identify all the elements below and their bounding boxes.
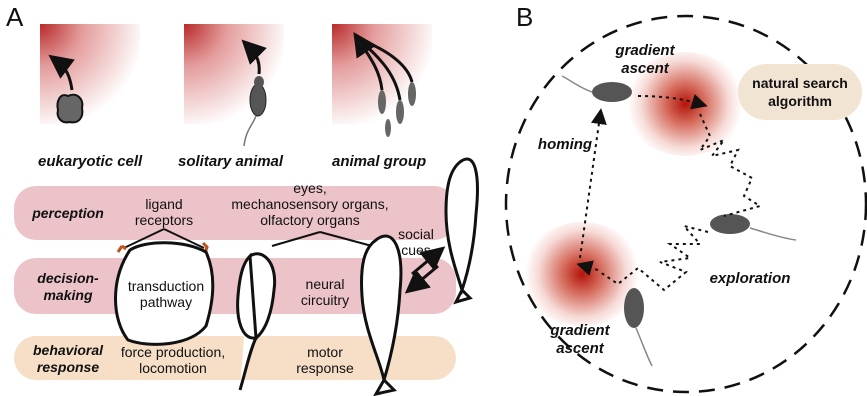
social-line2: cues	[394, 242, 438, 258]
row-label-decision-line1: decision-	[26, 270, 110, 287]
fish-group-icon	[360, 42, 416, 137]
gradient-top-line1: gradient	[602, 42, 688, 60]
gradient-ascent-bottom-label: gradient ascent	[540, 322, 620, 358]
caption-solitary-animal: solitary animal	[178, 153, 283, 170]
gradient-top-line2: ascent	[602, 60, 688, 78]
gradient-bottom-line1: gradient	[540, 322, 620, 340]
mouse-bottom-icon	[624, 288, 652, 366]
row-label-behavioral-line2: response	[22, 359, 114, 376]
force-production-text: force production, locomotion	[108, 344, 238, 376]
motor-line2: response	[288, 360, 362, 376]
neural-line1: neural	[290, 276, 360, 292]
receptor-left-icon	[118, 246, 126, 252]
big-mouse-outline	[238, 254, 275, 390]
neural-line2: circuitry	[290, 292, 360, 308]
force-line1: force production,	[108, 344, 238, 360]
transduction-pathway-text: transduction pathway	[118, 278, 214, 310]
ligand-line2: receptors	[128, 212, 200, 228]
mouse-top-icon	[562, 76, 632, 102]
mouse-right-icon	[710, 214, 796, 240]
exploration-label: exploration	[700, 270, 800, 288]
solitary-mouse-icon	[244, 48, 266, 146]
motor-line1: motor	[288, 344, 362, 360]
row-label-decision-line2: making	[26, 287, 110, 304]
ligand-line1: ligand	[128, 196, 200, 212]
algo-line1: natural search	[738, 74, 862, 92]
eukaryotic-cell-icon	[57, 62, 82, 122]
gradient-bottom-line2: ascent	[540, 340, 620, 358]
social-line1: social	[394, 226, 438, 242]
caption-animal-group: animal group	[332, 153, 426, 170]
ligand-receptors-text: ligand receptors	[128, 196, 200, 228]
homing-label: homing	[530, 136, 600, 154]
row-label-behavioral: behavioral response	[22, 342, 114, 376]
neural-circuitry-text: neural circuitry	[290, 276, 360, 308]
row-label-decision: decision- making	[26, 270, 110, 304]
big-fish-outline-2	[446, 159, 477, 302]
row-label-behavioral-line1: behavioral	[22, 342, 114, 359]
eyes-line2: mechanosensory organs,	[210, 196, 410, 212]
eyes-line3: olfactory organs	[210, 212, 410, 228]
search-path	[580, 96, 760, 290]
social-cues-text: social cues	[394, 226, 438, 258]
motor-response-text: motor response	[288, 344, 362, 376]
natural-search-algorithm-badge: natural search algorithm	[738, 64, 862, 120]
force-line2: locomotion	[108, 360, 238, 376]
gradient-ascent-top-label: gradient ascent	[602, 42, 688, 78]
algo-line2: algorithm	[738, 92, 862, 110]
transduction-line1: transduction	[118, 278, 214, 294]
social-arrows	[412, 254, 438, 286]
transduction-line2: pathway	[118, 294, 214, 310]
sensory-organs-text: eyes, mechanosensory organs, olfactory o…	[210, 180, 410, 228]
eyes-line1: eyes,	[210, 180, 410, 196]
row-label-perception: perception	[26, 205, 110, 222]
big-fish-outline-1	[362, 236, 401, 394]
caption-eukaryotic-cell: eukaryotic cell	[38, 153, 142, 170]
